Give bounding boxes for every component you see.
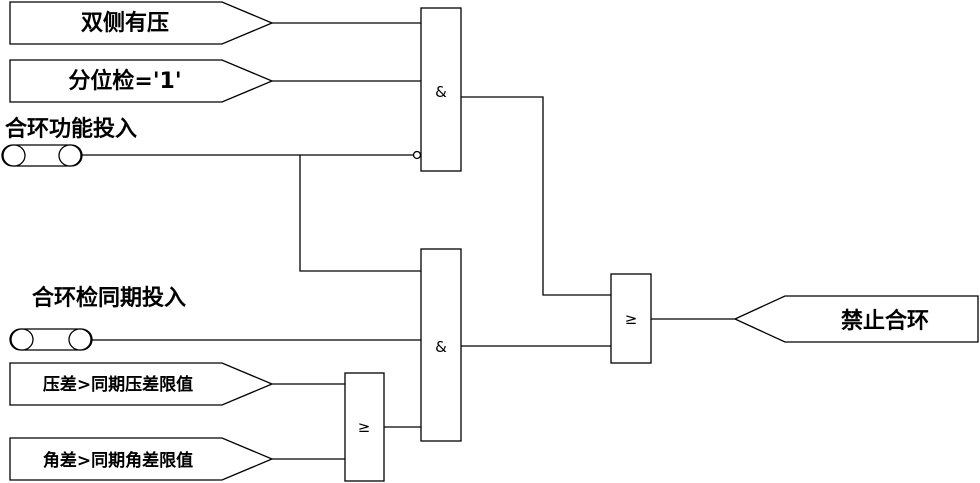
input-breaker-open: 分位检='1' bbox=[9, 59, 274, 103]
input-double-side-voltage-label: 双侧有压 bbox=[81, 10, 169, 36]
or-gate-small: ≥ bbox=[344, 372, 385, 482]
switch-sync-enable-label: 合环检同期投入 bbox=[32, 285, 186, 311]
inverter-bubble bbox=[412, 150, 422, 160]
or-gate-small-symbol: ≥ bbox=[358, 418, 371, 436]
input-angle-diff: 角差>同期角差限值 bbox=[9, 437, 274, 481]
and-gate-bottom: & bbox=[420, 248, 462, 442]
output-block-loop-close-label: 禁止合环 bbox=[841, 308, 929, 334]
or-gate-final-symbol: ≥ bbox=[625, 310, 638, 328]
input-breaker-open-label: 分位检='1' bbox=[68, 68, 181, 94]
and-gate-bottom-symbol: & bbox=[435, 338, 447, 356]
switch-loop-close-sync-enable bbox=[9, 328, 93, 351]
input-voltage-diff-label: 压差>同期压差限值 bbox=[43, 374, 193, 395]
switch-loop-close-enable-label: 合环功能投入 bbox=[5, 116, 137, 142]
or-gate-final: ≥ bbox=[610, 273, 652, 364]
input-double-side-voltage: 双侧有压 bbox=[9, 1, 274, 45]
and-gate-top: & bbox=[420, 7, 462, 172]
wire-and-top-out bbox=[461, 96, 611, 296]
output-block-loop-close: 禁止合环 bbox=[733, 295, 979, 343]
input-angle-diff-label: 角差>同期角差限值 bbox=[43, 450, 193, 471]
switch-loop-close-enable bbox=[1, 144, 83, 167]
and-gate-top-symbol: & bbox=[435, 83, 447, 101]
wire-enable-branch bbox=[299, 155, 421, 272]
input-voltage-diff: 压差>同期压差限值 bbox=[9, 362, 274, 406]
